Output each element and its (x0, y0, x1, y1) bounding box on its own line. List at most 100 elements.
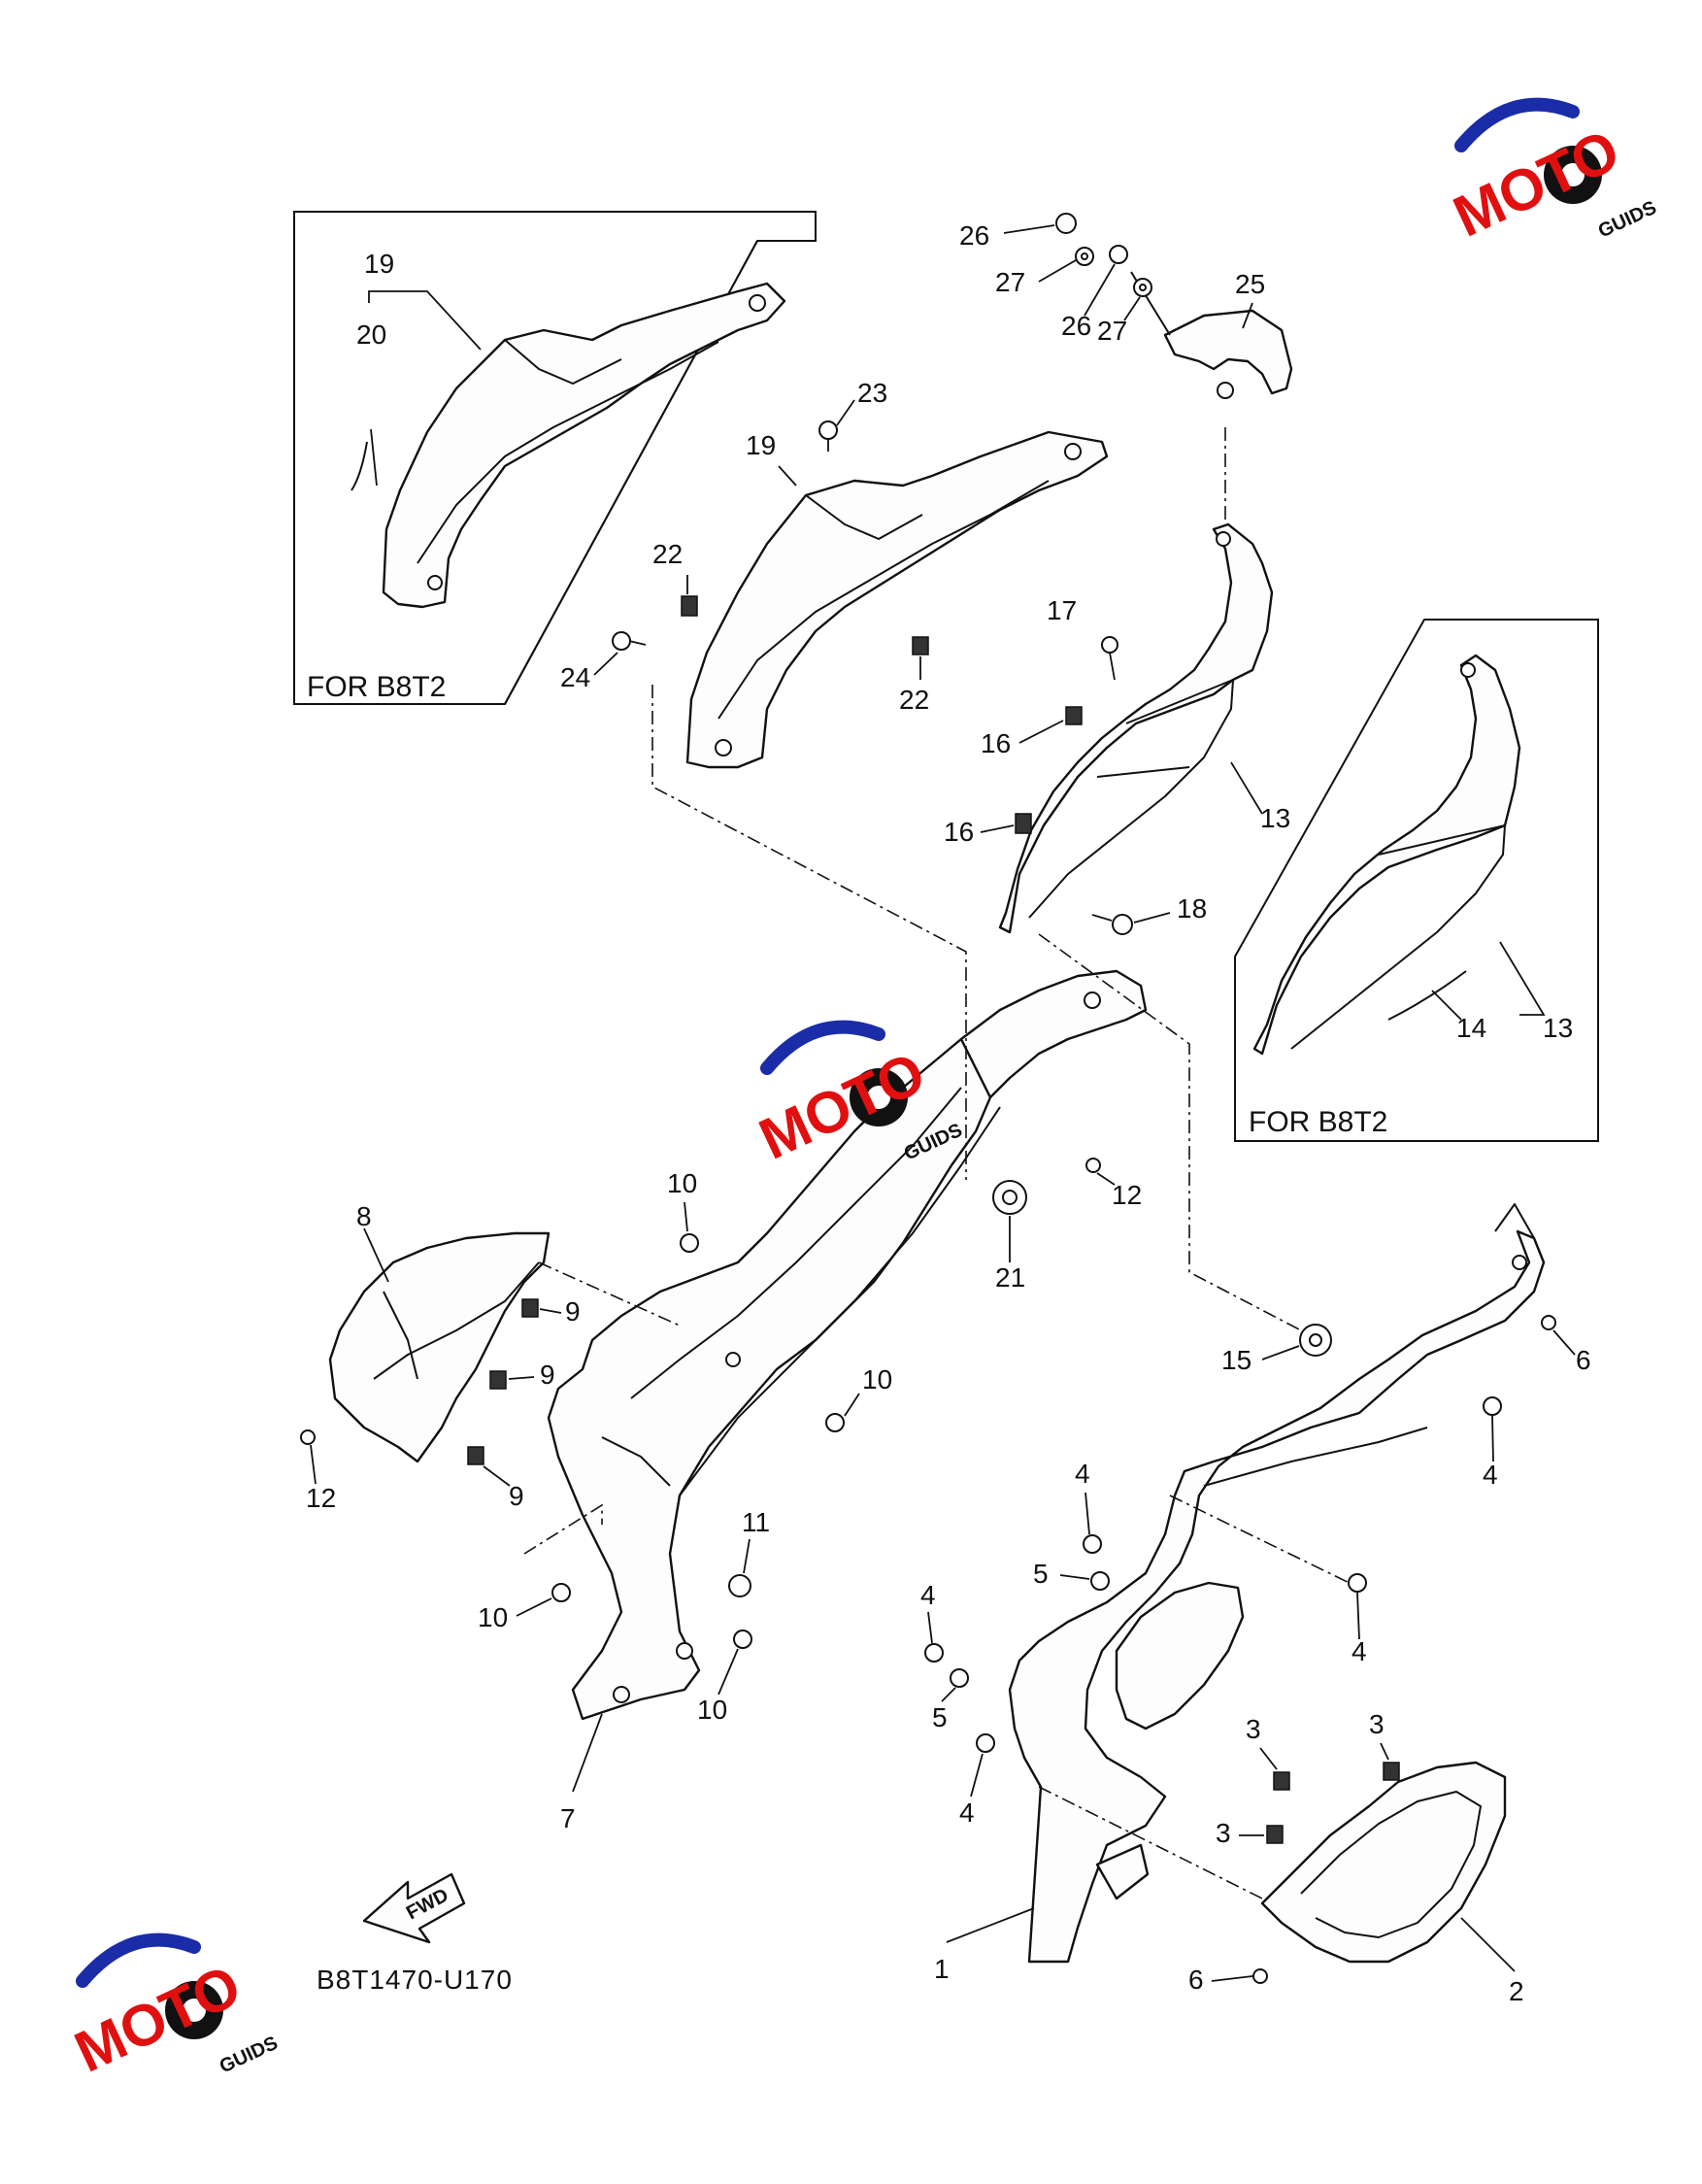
callout-20: 20 (356, 319, 386, 350)
frame-cover-upper (959, 969, 1148, 1099)
brand-swoosh-icon (760, 1020, 885, 1075)
callout-13: 13 (1543, 1013, 1573, 1043)
leader (516, 1597, 552, 1617)
callout-4: 4 (1483, 1460, 1498, 1490)
rivet-6 (1541, 1315, 1556, 1330)
leader (778, 465, 797, 487)
callout-4: 4 (959, 1798, 975, 1828)
clip-3 (1383, 1762, 1400, 1781)
frame-cover-inner-line (679, 1106, 1001, 1496)
bolt-4 (924, 1643, 944, 1663)
leader (1242, 302, 1253, 329)
mount-hole (1064, 443, 1082, 460)
callout-7: 7 (560, 1803, 576, 1833)
leader (718, 1648, 739, 1696)
frame-cover-lower (547, 1037, 992, 1721)
leader (572, 1713, 603, 1793)
leader (368, 290, 482, 351)
leader (844, 1393, 860, 1417)
callout-13: 13 (1260, 803, 1290, 833)
brand-suffix: GUIDS (1595, 197, 1660, 243)
callout-27: 27 (995, 267, 1025, 297)
bolt-4 (976, 1733, 995, 1753)
grommet-hole (1002, 1190, 1018, 1205)
bolt-4 (1083, 1534, 1102, 1554)
gear-hole (183, 1999, 206, 2022)
panel-13-variant (1252, 654, 1521, 1056)
nut-9 (521, 1298, 539, 1318)
callout-8: 8 (356, 1201, 372, 1231)
gear-hole (867, 1086, 890, 1109)
bolt-18 (1112, 914, 1133, 935)
leader (743, 1538, 751, 1574)
leader (1380, 1742, 1389, 1761)
mount-hole (1216, 531, 1231, 547)
callout-1: 1 (934, 1954, 950, 1984)
leader (1003, 224, 1055, 234)
callout-9: 9 (540, 1360, 555, 1390)
leader (946, 1907, 1035, 1943)
cover-outline (685, 430, 1109, 769)
cover-tip (1494, 1203, 1535, 1239)
leader (1356, 1592, 1360, 1640)
brand-suffix: GUIDS (217, 2033, 282, 2078)
assembly-line (1038, 933, 1302, 1331)
cover-8 (328, 1231, 551, 1463)
gear-hole (1561, 163, 1585, 186)
callout-12: 12 (1112, 1180, 1142, 1210)
cover-edge-line (417, 341, 719, 564)
brand-swoosh-icon (76, 1932, 201, 1988)
bracket-25 (1163, 309, 1293, 395)
cover-inner-line (1203, 1427, 1428, 1487)
callout-15: 15 (1221, 1345, 1251, 1375)
leader (1084, 263, 1116, 317)
mount-hole (427, 575, 443, 590)
leader (927, 1611, 933, 1644)
callout-4: 4 (1075, 1459, 1090, 1489)
fasteners-3-4-5-6-15: 15 6 6 4 4 4 4 4 5 5 3 3 3 (920, 1315, 1591, 1995)
rivet-12 (300, 1429, 316, 1445)
callout-21: 21 (995, 1262, 1025, 1293)
bolt-24 (612, 631, 631, 651)
cover-cutout (1115, 1581, 1245, 1730)
leader (539, 1308, 562, 1314)
side-cover-2 (1260, 1761, 1507, 1964)
callout-27: 27 (1097, 316, 1127, 346)
callout-19: 19 (746, 430, 776, 460)
nut-9 (489, 1370, 507, 1390)
leader (483, 1465, 511, 1487)
diagram-code: B8T1470-U170 (317, 1965, 513, 1995)
callout-26: 26 (1061, 311, 1091, 341)
callout-6: 6 (1576, 1345, 1591, 1375)
mount-hole (725, 1352, 741, 1367)
cover-inner-line (1300, 1791, 1482, 1938)
leader (1059, 1574, 1090, 1580)
clip-3 (1273, 1771, 1290, 1791)
mount-hole (676, 1642, 693, 1660)
rivet-6 (1252, 1968, 1268, 1984)
side-cover-2-group: 2 (1260, 1761, 1524, 2006)
leader (1460, 1917, 1516, 1972)
bolt-26 (1109, 245, 1128, 264)
assembly-line (651, 685, 967, 1180)
callout-3: 3 (1369, 1709, 1385, 1739)
callout-23: 23 (857, 378, 887, 408)
clip-16 (1065, 706, 1083, 725)
callout-22: 22 (652, 539, 683, 569)
leader (1096, 1172, 1116, 1186)
callout-10: 10 (478, 1602, 508, 1632)
leader (370, 428, 378, 487)
callout-16: 16 (944, 817, 974, 847)
callout-17: 17 (1047, 595, 1077, 625)
leader (836, 399, 855, 426)
mount-hole (1217, 382, 1234, 399)
callout-12: 12 (306, 1483, 336, 1513)
panel-crease (1096, 766, 1190, 778)
callout-18: 18 (1177, 893, 1207, 924)
bolt-10 (733, 1630, 752, 1649)
bolt-10 (680, 1233, 699, 1253)
clip-16 (1015, 813, 1032, 834)
bolt-shank (628, 640, 647, 646)
leader (363, 1227, 389, 1283)
